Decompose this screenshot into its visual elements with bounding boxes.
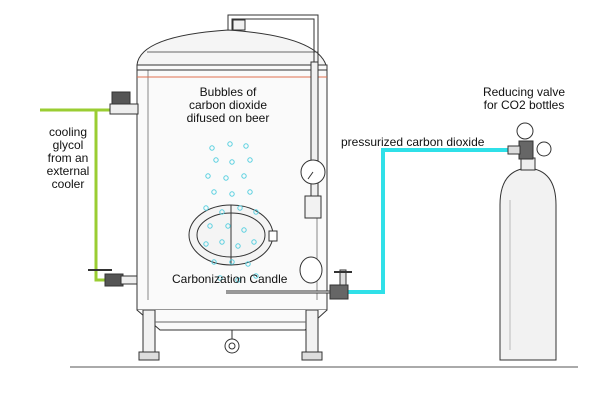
- gauge-needle: [307, 171, 314, 180]
- bubble-3: [213, 157, 219, 163]
- vent-pipe: [227, 14, 319, 62]
- bubble-22: [251, 239, 257, 245]
- glycol-outlet-fitting: [120, 275, 138, 285]
- bubble-9: [211, 189, 217, 195]
- bubbles-label-line-1: Bubbles of: [199, 85, 257, 99]
- glycol-inlet-fitting: [109, 103, 139, 115]
- bubble-28: [253, 273, 259, 279]
- bubble-23: [211, 259, 217, 265]
- bubble-4: [229, 159, 235, 165]
- cooling-label-line-1: cooling: [48, 125, 88, 139]
- foot-right: [301, 351, 323, 361]
- bubble-5: [247, 157, 253, 163]
- reducing-valve-gauge-icon: [516, 122, 534, 140]
- cooling-label-line-2: glycol: [52, 138, 84, 152]
- cylinder-neck: [520, 157, 536, 171]
- co2-bubbles: [203, 141, 259, 283]
- bubble-14: [237, 205, 243, 211]
- co2-inlet-valve-stem: [339, 269, 347, 286]
- bubble-15: [253, 209, 259, 215]
- cooling-label-line-3: from an: [47, 151, 89, 165]
- bubble-6: [205, 173, 211, 179]
- bubble-17: [225, 223, 231, 229]
- manway-handle-icon: [268, 230, 278, 242]
- sample-valve-icon: [304, 195, 322, 219]
- tank-body: [136, 64, 328, 311]
- bubbles-label: Bubbles of carbon dioxide difused on bee…: [166, 86, 290, 125]
- cooling-glycol-label: cooling glycol from an external cooler: [38, 126, 98, 191]
- bubble-19: [203, 241, 209, 247]
- co2-line: [345, 148, 510, 294]
- bubble-13: [219, 209, 225, 215]
- vent-pipe-inner: [231, 18, 315, 62]
- inspection-port-icon: [299, 256, 323, 284]
- bubble-25: [245, 261, 251, 267]
- bubbles-label-line-2: carbon dioxide: [188, 98, 268, 112]
- bubble-2: [243, 143, 249, 149]
- reducing-valve-gauge2-icon: [536, 141, 552, 157]
- bubble-18: [241, 227, 247, 233]
- reducing-valve-outlet: [507, 145, 521, 155]
- bubble-10: [229, 191, 235, 197]
- bubble-7: [223, 175, 229, 181]
- cooling-label-line-4: external: [46, 164, 90, 178]
- glycol-outlet-valve-icon: [104, 273, 124, 287]
- co2-inlet-valve-icon: [329, 284, 349, 300]
- bubble-16: [207, 223, 213, 229]
- tank-cone: [136, 309, 328, 331]
- glycol-inlet-valve-icon: [111, 91, 131, 105]
- bubble-8: [241, 173, 247, 179]
- foot-left: [138, 351, 160, 361]
- tank-dome: [136, 29, 327, 66]
- reducing-valve-body-icon: [518, 140, 534, 160]
- bubble-0: [209, 145, 215, 151]
- bubble-24: [229, 259, 235, 265]
- reducing-valve-label-line-2: for CO2 bottles: [483, 98, 565, 112]
- bubble-20: [219, 239, 225, 245]
- drain-valve-center: [228, 342, 236, 350]
- bubble-26: [217, 275, 223, 281]
- dome-port: [232, 19, 246, 31]
- reducing-valve-label: Reducing valve for CO2 bottles: [462, 86, 586, 112]
- pressurized-co2-label: pressurized carbon dioxide: [341, 135, 485, 149]
- bubble-12: [203, 205, 209, 211]
- bubble-27: [235, 277, 241, 283]
- co2-cylinder: [499, 167, 557, 361]
- bubble-1: [227, 141, 233, 147]
- reducing-valve-label-line-1: Reducing valve: [482, 85, 566, 99]
- leg-right: [305, 309, 319, 356]
- leg-left: [142, 309, 156, 356]
- carbonization-candle-label: Carbonization Candle: [172, 272, 288, 286]
- bubble-21: [235, 243, 241, 249]
- cooling-label-line-5: cooler: [51, 177, 85, 191]
- bubbles-label-line-3: difused on beer: [186, 111, 270, 125]
- bubble-11: [247, 189, 253, 195]
